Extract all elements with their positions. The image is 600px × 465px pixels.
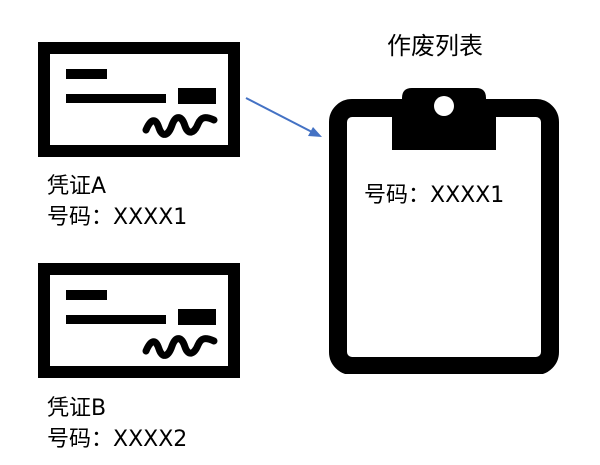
voucher-b-name: 凭证B — [47, 396, 107, 421]
voucher-a-name: 凭证A — [47, 174, 107, 199]
voucher-a-number: 号码：XXXX1 — [47, 205, 188, 230]
voucher-a-check-icon — [38, 42, 240, 157]
void-list-title: 作废列表 — [387, 32, 483, 60]
void-list-clipboard-icon — [328, 84, 560, 374]
arrow-icon — [240, 90, 330, 150]
voucher-b-number: 号码：XXXX2 — [47, 427, 188, 452]
voucher-b-check-icon — [38, 263, 240, 378]
void-list-entry: 号码：XXXX1 — [364, 183, 505, 208]
